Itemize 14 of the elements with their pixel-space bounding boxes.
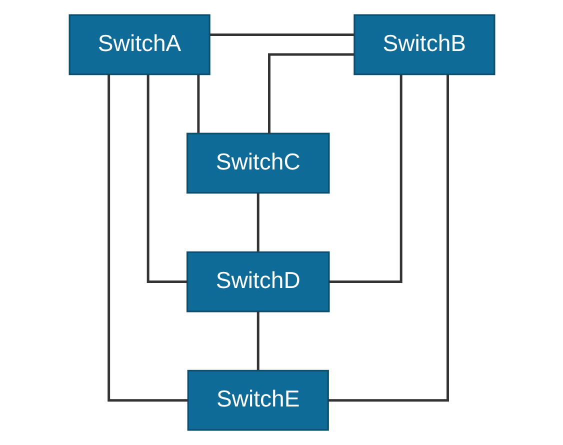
connector — [256, 193, 259, 252]
connector — [196, 74, 200, 133]
node-box: SwitchD — [186, 251, 330, 312]
node-box: SwitchB — [353, 14, 495, 76]
connector — [268, 53, 354, 134]
node-box: SwitchA — [68, 14, 210, 76]
node-box: SwitchE — [186, 370, 328, 431]
node-box: SwitchC — [186, 132, 330, 194]
connector — [107, 74, 188, 402]
connector — [256, 312, 259, 370]
connector — [209, 34, 354, 36]
connector — [146, 74, 187, 284]
connector — [328, 74, 448, 402]
connector — [328, 74, 402, 284]
